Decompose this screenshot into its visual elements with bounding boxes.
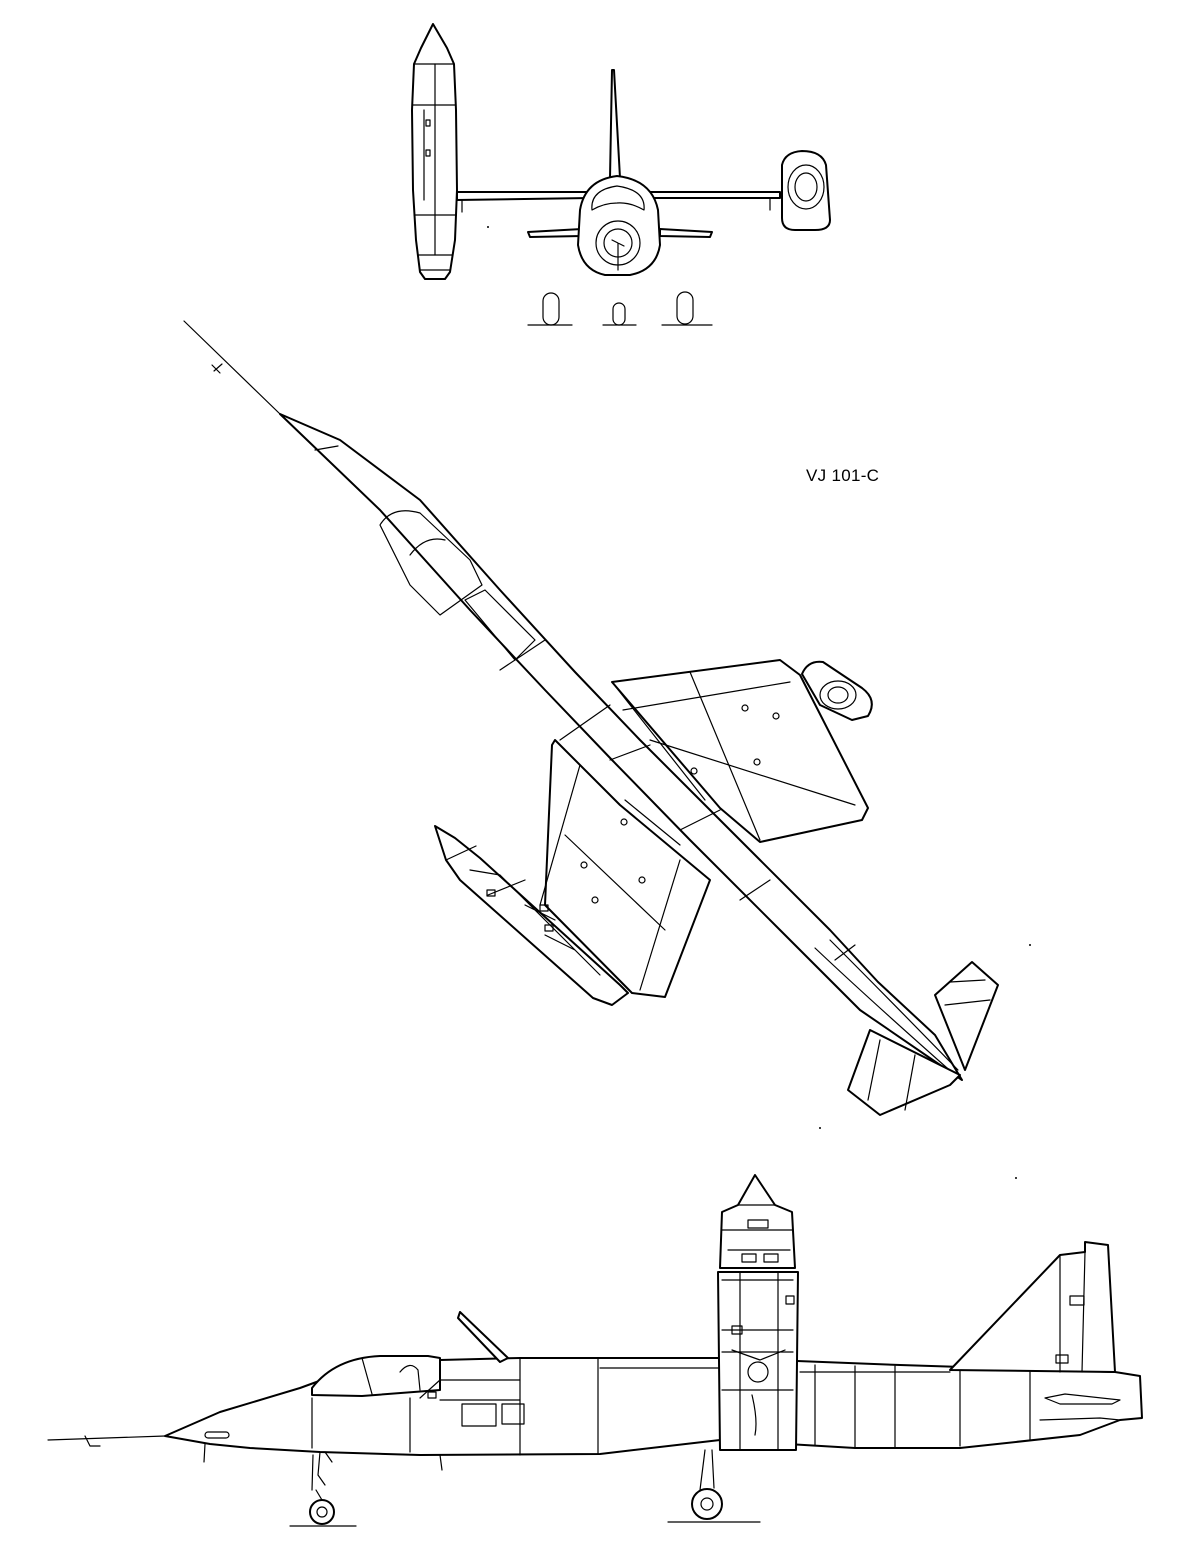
plan-view-left-engine-pod	[434, 825, 629, 1006]
front-view-fuselage	[577, 175, 661, 276]
plan-view	[183, 320, 999, 1116]
plan-view-right-engine-nacelle	[801, 660, 873, 721]
plan-view-canopy	[379, 510, 483, 616]
plan-view-tailplane	[847, 961, 999, 1116]
side-view-main-gear	[667, 1449, 761, 1523]
plan-view-left-wing	[544, 739, 711, 998]
front-view-landing-gear	[527, 291, 713, 326]
side-view-nose-gear	[289, 1451, 357, 1527]
plan-view-nose-probe	[183, 320, 281, 415]
aircraft-designation-label: VJ 101-C	[806, 466, 880, 485]
side-view-canopy-hatch	[457, 1311, 509, 1363]
side-view	[47, 1174, 1143, 1527]
front-view-left-engine-pod	[411, 23, 458, 280]
front-view-fin	[609, 69, 621, 179]
side-view-engine-nacelle	[717, 1174, 799, 1451]
front-view-right-engine-nacelle	[781, 150, 831, 231]
front-view	[411, 23, 831, 326]
plan-view-right-wing	[611, 659, 869, 843]
side-view-fin	[949, 1241, 1116, 1373]
side-view-nose-probe	[47, 1435, 166, 1447]
side-view-canopy	[311, 1355, 441, 1397]
plan-view-fuselage	[279, 413, 963, 1081]
